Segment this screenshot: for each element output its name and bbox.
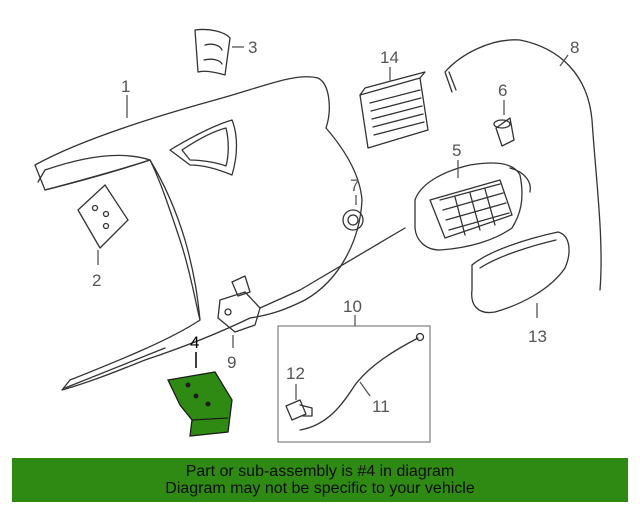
vent-part: [359, 71, 429, 149]
fuel-door-part: [471, 231, 570, 314]
cable-part: [444, 39, 602, 291]
grommet-part: [342, 209, 364, 231]
banner-line-1: Part or sub-assembly is #4 in diagram: [185, 463, 455, 480]
banner-line-2: Diagram may not be specific to your vehi…: [165, 480, 475, 497]
quarter-panel-part: [34, 76, 363, 391]
callout-6: 6: [498, 81, 507, 100]
callout-2: 2: [92, 271, 101, 290]
callout-5: 5: [452, 141, 461, 160]
callout-9: 9: [227, 353, 236, 372]
callout-13: 13: [528, 327, 547, 346]
fuel-housing-part: [414, 162, 531, 251]
callout-4: 4: [190, 333, 199, 352]
plate-part: [77, 184, 129, 249]
callout-11: 11: [372, 397, 390, 416]
info-banner: Part or sub-assembly is #4 in diagram Di…: [12, 458, 628, 502]
callout-14: 14: [380, 48, 399, 67]
callout-10: 10: [343, 297, 362, 316]
actuator-part: [217, 227, 406, 333]
sub-assembly-box: [277, 325, 431, 443]
callout-7: 7: [350, 176, 359, 195]
plug-part: [285, 399, 313, 421]
bracket-part: [194, 28, 231, 76]
callout-3: 3: [248, 38, 257, 57]
parts-diagram: 1 2 3 4 14 8 6: [34, 28, 602, 443]
clip-part: [493, 117, 515, 147]
release-cable-part: [299, 332, 425, 431]
callout-12: 12: [286, 364, 305, 383]
reinforcement-part-highlighted: [167, 371, 233, 437]
callout-1: 1: [121, 77, 130, 96]
callout-8: 8: [570, 38, 579, 57]
